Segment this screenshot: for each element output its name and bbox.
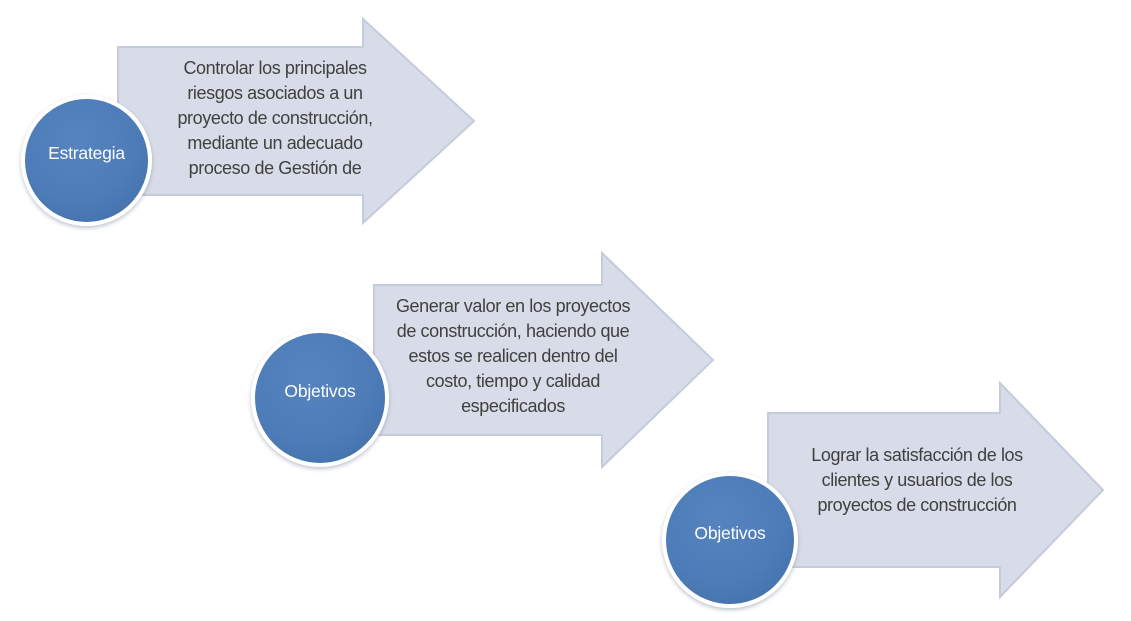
arrow-right-icon <box>117 16 476 226</box>
stage-label: Objetivos <box>694 522 766 543</box>
arrow-right-icon <box>373 250 715 470</box>
stage-label: Estrategia <box>48 143 125 163</box>
step-description-estrategia: Controlar los principales riesgos asocia… <box>177 58 373 178</box>
stage-circle-objetivos-1: Objetivos <box>251 329 389 467</box>
stage-label: Objetivos <box>284 380 356 401</box>
stage-circle-objetivos-2: Objetivos <box>662 472 798 608</box>
step-description-objetivos-2: Lograr la satisfacción de los clientes y… <box>811 445 1023 515</box>
arrow-right-icon <box>767 380 1105 600</box>
stage-circle-estrategia: Estrategia <box>21 95 152 226</box>
step-description-objetivos-1: Generar valor en los proyectos de constr… <box>395 296 631 416</box>
